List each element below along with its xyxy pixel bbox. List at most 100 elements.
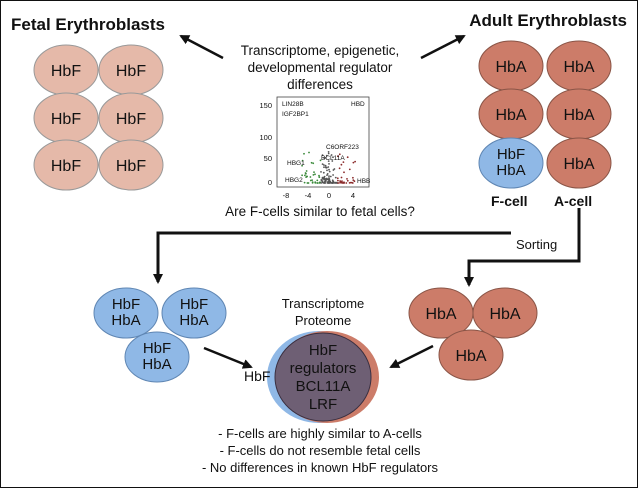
volcano-gene-label: IGF2BP1 (282, 111, 309, 118)
volcano-point (325, 154, 328, 157)
fetal-cell-label: HbF (116, 111, 146, 128)
arrow-f-to-overlap (203, 346, 253, 369)
volcano-point (305, 176, 307, 179)
transcriptome-label: Transcriptome (281, 296, 365, 311)
overlap-inner-line: BCL11A (296, 378, 351, 395)
volcano-point (324, 157, 327, 159)
volcano-point (332, 156, 334, 159)
volcano-point (314, 173, 316, 176)
volcano-point (308, 151, 310, 154)
volcano-point (324, 164, 327, 167)
volcano-point (327, 166, 330, 168)
volcano-point (319, 159, 322, 162)
volcano-point (301, 159, 304, 162)
volcano-point (336, 177, 339, 180)
volcano-y-tick: 50 (264, 154, 272, 163)
center-text-line: Transcriptome, epigenetic, (240, 43, 400, 58)
volcano-point (352, 161, 355, 164)
arrow-to-adult (420, 34, 466, 60)
volcano-gene-label: BCL11A (321, 155, 345, 162)
sorted-a-cell-label: HbA (425, 306, 456, 323)
volcano-point (313, 171, 315, 174)
fetal-cell-label: HbF (116, 63, 146, 80)
sorted-a-cell (438, 329, 504, 381)
volcano-point (354, 160, 356, 163)
volcano-point (331, 160, 334, 162)
volcano-y-tick: 150 (259, 101, 272, 110)
volcano-point (327, 160, 330, 163)
fetal-cell-label: HbF (116, 158, 146, 175)
sorted-a-cell-label: HbA (489, 306, 520, 323)
volcano-point (346, 178, 348, 180)
overlap-intersection (274, 332, 372, 422)
volcano-point (326, 169, 328, 172)
volcano-gene-label: HBD (351, 101, 365, 108)
volcano-point (318, 174, 320, 177)
volcano-point (332, 180, 334, 183)
overlap-inner-line: regulators (290, 360, 357, 377)
volcano-x-tick: 0 (327, 191, 331, 200)
volcano-point (321, 180, 324, 183)
volcano-point (351, 181, 353, 184)
adult-cell-label: HbA (495, 107, 526, 124)
volcano-point (328, 175, 330, 178)
volcano-point (322, 171, 325, 174)
volcano-point (341, 182, 343, 184)
fetal-title: Fetal Erythroblasts (11, 15, 165, 34)
volcano-point (320, 171, 322, 173)
volcano-point (343, 182, 345, 184)
volcano-point (307, 182, 310, 184)
volcano-x-tick: -8 (283, 191, 290, 200)
volcano-point (328, 170, 331, 173)
f-cell-sort-arrow (153, 231, 511, 284)
volcano-point (327, 151, 330, 153)
volcano-point (327, 152, 330, 155)
volcano-point (343, 171, 345, 174)
volcano-point (303, 181, 306, 184)
fetal-cell-label: HbF (51, 111, 81, 128)
fetal-cell (98, 139, 164, 191)
center-text-line: developmental regulator (247, 60, 393, 75)
volcano-point (301, 164, 303, 167)
volcano-point (340, 176, 343, 179)
volcano-point (328, 177, 330, 179)
volcano-point (331, 182, 334, 184)
volcano-point (316, 182, 319, 184)
volcano-gene-label: C6ORF223 (326, 144, 359, 151)
sorted-f-cell (124, 331, 190, 383)
adult-cell-label: HbA (563, 107, 594, 124)
volcano-point (321, 176, 324, 179)
center-text-line: differences (287, 77, 353, 92)
volcano-point (346, 179, 349, 182)
volcano-point (334, 176, 337, 179)
volcano-point (310, 161, 313, 164)
f-cell (478, 137, 544, 189)
volcano-point (334, 182, 337, 184)
sorted-a-cells: HbA HbA HbA (408, 287, 538, 381)
volcano-point (352, 179, 355, 182)
volcano-gene-label: HBB (357, 178, 370, 185)
fetal-cell-label: HbF (51, 158, 81, 175)
volcano-point (337, 155, 339, 158)
volcano-point (339, 182, 341, 184)
adult-cell (546, 137, 612, 189)
overlap-inner-line: HbF (309, 342, 337, 359)
adult-title: Adult Erythroblasts (469, 11, 627, 30)
proteome-label: Proteome (294, 313, 352, 328)
volcano-point (303, 152, 305, 155)
sorted-a-cell (472, 287, 538, 339)
volcano-point (324, 178, 327, 180)
volcano-point (340, 163, 343, 166)
volcano-point (332, 174, 334, 176)
conclusion-line: - F-cells do not resemble fetal cells (219, 443, 421, 458)
volcano-point (323, 164, 325, 166)
volcano-point (324, 180, 327, 183)
volcano-point (309, 179, 312, 182)
volcano-point (320, 179, 323, 181)
a-cell-label: A-cell (554, 193, 593, 209)
